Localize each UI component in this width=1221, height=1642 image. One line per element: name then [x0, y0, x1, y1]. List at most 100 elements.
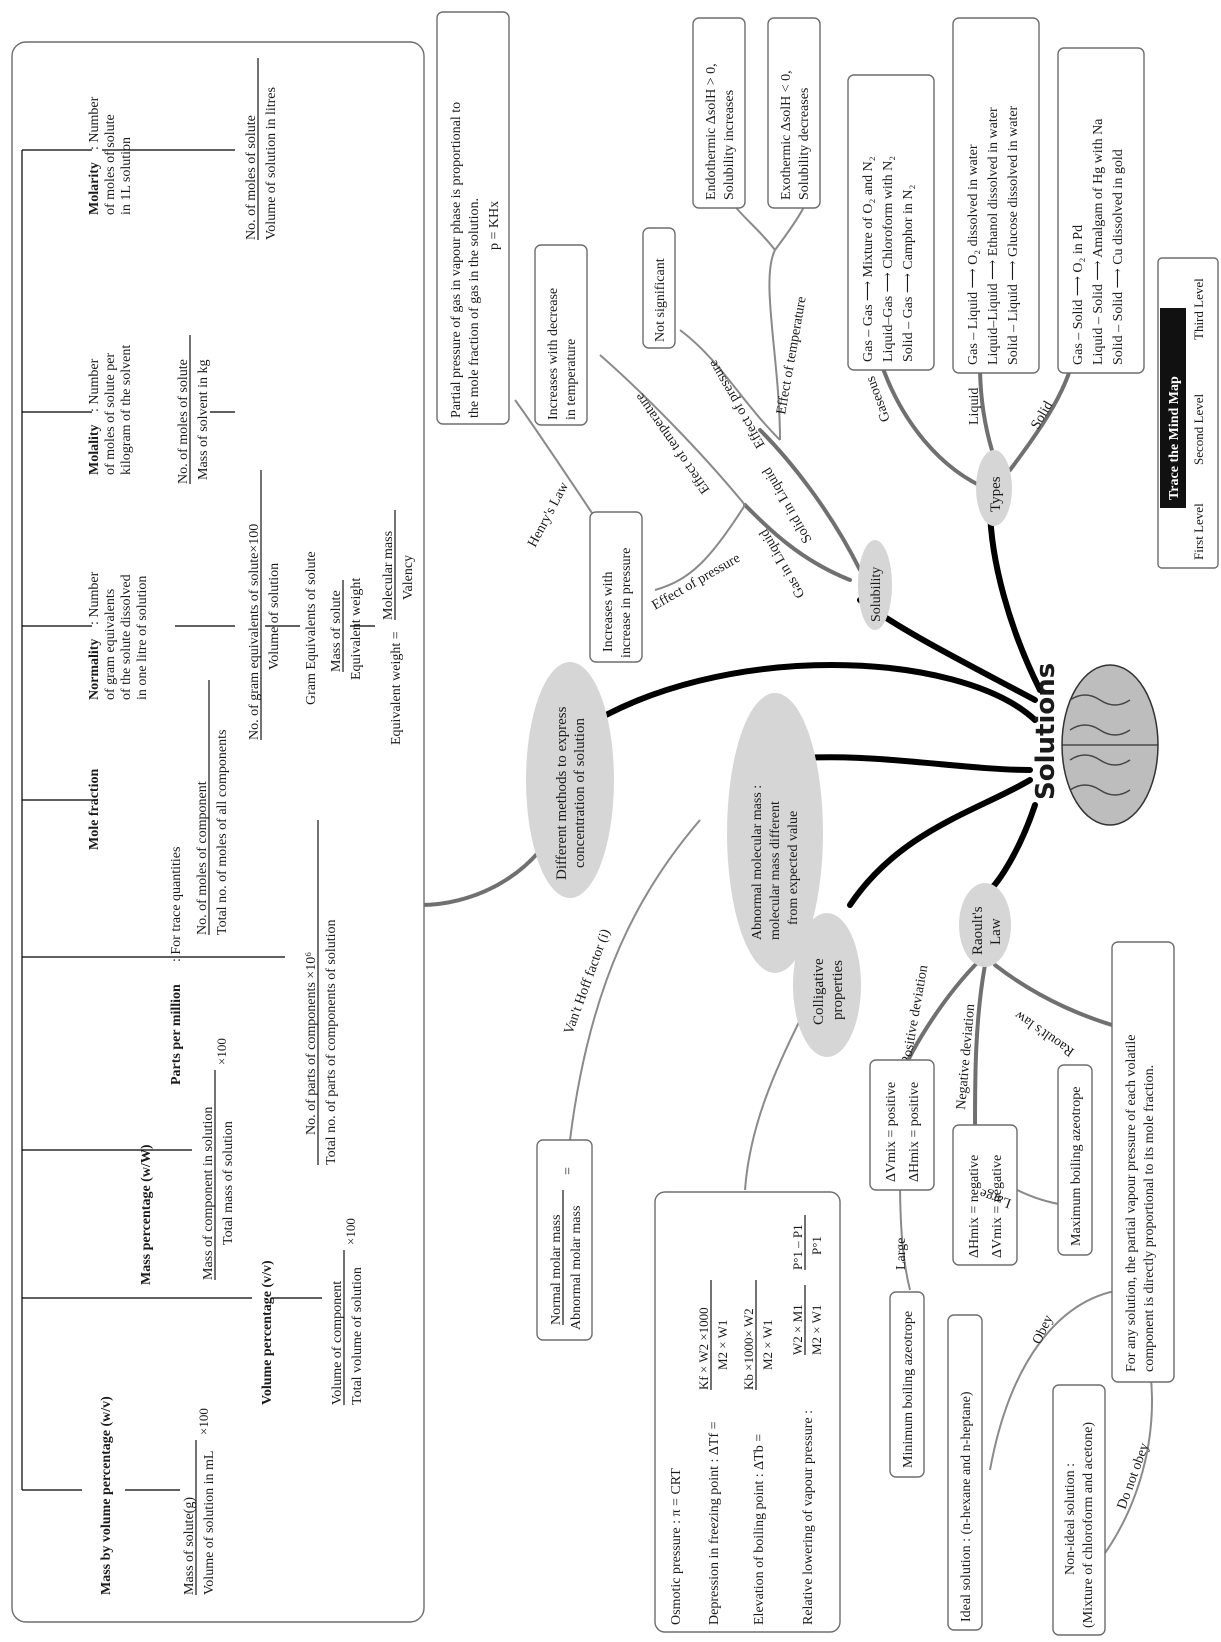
effect-temperature2-label: Effect of temperature — [774, 295, 810, 415]
branch-concentration — [577, 662, 1038, 733]
inc-pressure-box: Increases with increase in pressure — [589, 511, 643, 663]
obey-label: Obey — [1030, 1313, 1056, 1347]
svg-text:(Mixture of chloroform and ace: (Mixture of chloroform and acetone) — [1081, 1422, 1096, 1628]
link-exo — [774, 204, 806, 251]
branch-effect-temperature2 — [768, 249, 781, 441]
svg-text:M2 × W1: M2 × W1 — [715, 1320, 730, 1370]
solid-label: Solid — [1028, 399, 1056, 432]
mf-num: No. of moles of component — [195, 781, 210, 935]
abnormal-node: Abnormal molecular mass : molecular mass… — [727, 693, 823, 973]
raoult-node: Raoult's Law — [959, 883, 1011, 967]
henrys-law-label: Henry's Law — [525, 479, 572, 550]
solubility-node: Solubility — [858, 540, 892, 630]
not-significant-box: Not significant — [642, 227, 676, 349]
norm-title: Normality — [87, 639, 102, 700]
svg-text:Minimum boiling azeotrope: Minimum boiling azeotrope — [901, 1311, 916, 1468]
svg-text:Liquid – Solid ⟶ Amalgam of Hg: Liquid – Solid ⟶ Amalgam of Hg with Na — [1091, 118, 1106, 365]
ideal-box: Ideal solution : (n-hexane and n-heptane… — [947, 1314, 983, 1631]
molal-den: Mass of solvent in kg — [196, 359, 211, 480]
vp-num: Volume of component — [330, 1281, 345, 1405]
mp-den: Total mass of solution — [221, 1121, 236, 1245]
svg-text:Liquid–Gas ⟶ Chloroform with N: Liquid–Gas ⟶ Chloroform with N₂ — [881, 156, 896, 362]
svg-text:Gas – Gas ⟶ Mixture of O₂ and: Gas – Gas ⟶ Mixture of O₂ and N₂ — [861, 156, 876, 362]
svg-text:ΔHmix = positive: ΔHmix = positive — [907, 1082, 922, 1182]
effect-pressure-label: Effect of pressure — [650, 551, 743, 614]
concentration-node-line1: Different methods to express — [554, 706, 570, 880]
ppm-desc: : For trace quantities — [169, 847, 184, 962]
svg-text:P°1 – P1: P°1 – P1 — [790, 1224, 805, 1270]
svg-text:Ideal solution : (n-hexane and: Ideal solution : (n-hexane and n-heptane… — [959, 1391, 974, 1622]
neg-box: ΔHmix = negative ΔVmix = negative — [952, 1124, 1018, 1266]
mbv-den: Volume of solution in mL — [202, 1451, 217, 1595]
svg-text:W2 × M1: W2 × M1 — [790, 1304, 805, 1355]
branch-henry — [514, 399, 601, 526]
branch-large1 — [899, 1179, 911, 1291]
svg-text:ΔHmix = negative: ΔHmix = negative — [967, 1155, 982, 1258]
svg-text:Osmotic pressure : π = CRT: Osmotic pressure : π = CRT — [669, 1468, 684, 1625]
svg-text:Maximum boiling azeotrope: Maximum boiling azeotrope — [1069, 1087, 1084, 1246]
molal-desc1: : Number — [87, 358, 102, 412]
branch-obey — [989, 1289, 1121, 1471]
legend-title: Trace the Mind Map — [1167, 376, 1182, 500]
svg-text:Gas – Solid ⟶ O₂ in Pd: Gas – Solid ⟶ O₂ in Pd — [1071, 225, 1086, 365]
vant-box: Normal molar mass Abnormal molar mass = — [536, 1139, 593, 1341]
endo-box: Endothermic ΔsolH > 0, Solubility increa… — [692, 17, 746, 209]
ppm-title: Parts per million — [169, 984, 184, 1085]
legend-title-bar — [1160, 308, 1186, 508]
positive-label: Positive deviation — [899, 964, 931, 1066]
svg-text:For any solution, the partial: For any solution, the partial vapour pre… — [1124, 1035, 1139, 1372]
molar-den: Volume of solution in litres — [264, 87, 279, 240]
svg-text:Colligative: Colligative — [811, 958, 827, 1025]
molar-desc1: : Number — [87, 96, 102, 150]
branch-gaseous — [878, 358, 992, 492]
raoults-law-label: Raoult's law — [1011, 1007, 1077, 1059]
mp-num: Mass of component in solution — [201, 1107, 216, 1280]
large1-label: Large — [894, 1238, 909, 1270]
liquid-box: Gas – Liquid ⟶ O₂ dissolved in water Liq… — [952, 17, 1040, 374]
concentration-node-line2: concentration of solution — [572, 718, 588, 868]
svg-text:from expected value: from expected value — [786, 811, 801, 925]
mf-title: Mole fraction — [87, 769, 102, 850]
norm-desc2: of gram equivalents — [103, 589, 118, 700]
molar-desc2: of moles of solute — [103, 114, 118, 215]
branch-solid — [1008, 368, 1072, 472]
ppm-den: Total no. of parts of components of solu… — [324, 919, 339, 1165]
molar-title: Molarity — [87, 162, 102, 215]
vp-title: Volume percentage (v/v) — [260, 1260, 275, 1405]
svg-text:=: = — [561, 1167, 576, 1175]
svg-text:P°1: P°1 — [809, 1236, 824, 1255]
branch-solid-in-liquid — [758, 428, 862, 572]
norm-desc3: of the solute dissolved — [119, 574, 134, 700]
pos-box: ΔVmix = positive ΔHmix = positive — [869, 1059, 935, 1191]
ppm-num: No. of parts of components ×10⁶ — [304, 952, 319, 1135]
concentration-texts: Mass by volume percentage (w/v) Mass of … — [87, 58, 416, 1595]
mbv-title: Mass by volume percentage (w/v) — [99, 1396, 114, 1595]
molal-title: Molality — [87, 424, 102, 475]
svg-text:molecular mass different: molecular mass different — [768, 801, 783, 940]
dec-temperature-box: Increases with decrease in temperature — [534, 244, 588, 426]
norm-desc1: : Number — [87, 571, 102, 625]
colligative-box: Osmotic pressure : π = CRT Depression in… — [654, 1191, 841, 1633]
norm-ew-num: Molecular mass — [381, 531, 396, 620]
svg-text:Kb ×1000× W2: Kb ×1000× W2 — [741, 1308, 756, 1390]
svg-text:M2 × W1: M2 × W1 — [809, 1305, 824, 1355]
svg-text:Elevation of boiling point : Δ: Elevation of boiling point : ΔTb = — [752, 1434, 767, 1625]
max-azeotrope-box: Maximum boiling azeotrope — [1057, 1064, 1093, 1256]
branch-gas-in-liquid — [743, 503, 852, 582]
branch-colligative — [847, 777, 1033, 908]
svg-text:in temperature: in temperature — [564, 339, 579, 420]
mp-title: Mass percentage (w/W) — [139, 1144, 154, 1285]
svg-text:Non-ideal solution :: Non-ideal solution : — [1063, 1463, 1078, 1575]
colligative-node: Colligative properties — [793, 913, 861, 1057]
concentration-node: Different methods to express concentrati… — [526, 662, 614, 898]
center-title: Solutions — [1031, 663, 1061, 800]
svg-text:Increases with: Increases with — [601, 572, 616, 652]
svg-text:Normal molar mass: Normal molar mass — [549, 1215, 564, 1325]
svg-text:Kf × W2 ×1000: Kf × W2 ×1000 — [696, 1307, 711, 1390]
branch-negative — [973, 963, 987, 1127]
svg-text:Solubility: Solubility — [869, 567, 884, 622]
svg-text:Solid – Liquid ⟶ Glucose disso: Solid – Liquid ⟶ Glucose dissolved in wa… — [1006, 105, 1021, 365]
gaseous-box: Gas – Gas ⟶ Mixture of O₂ and N₂ Liquid–… — [847, 74, 935, 371]
